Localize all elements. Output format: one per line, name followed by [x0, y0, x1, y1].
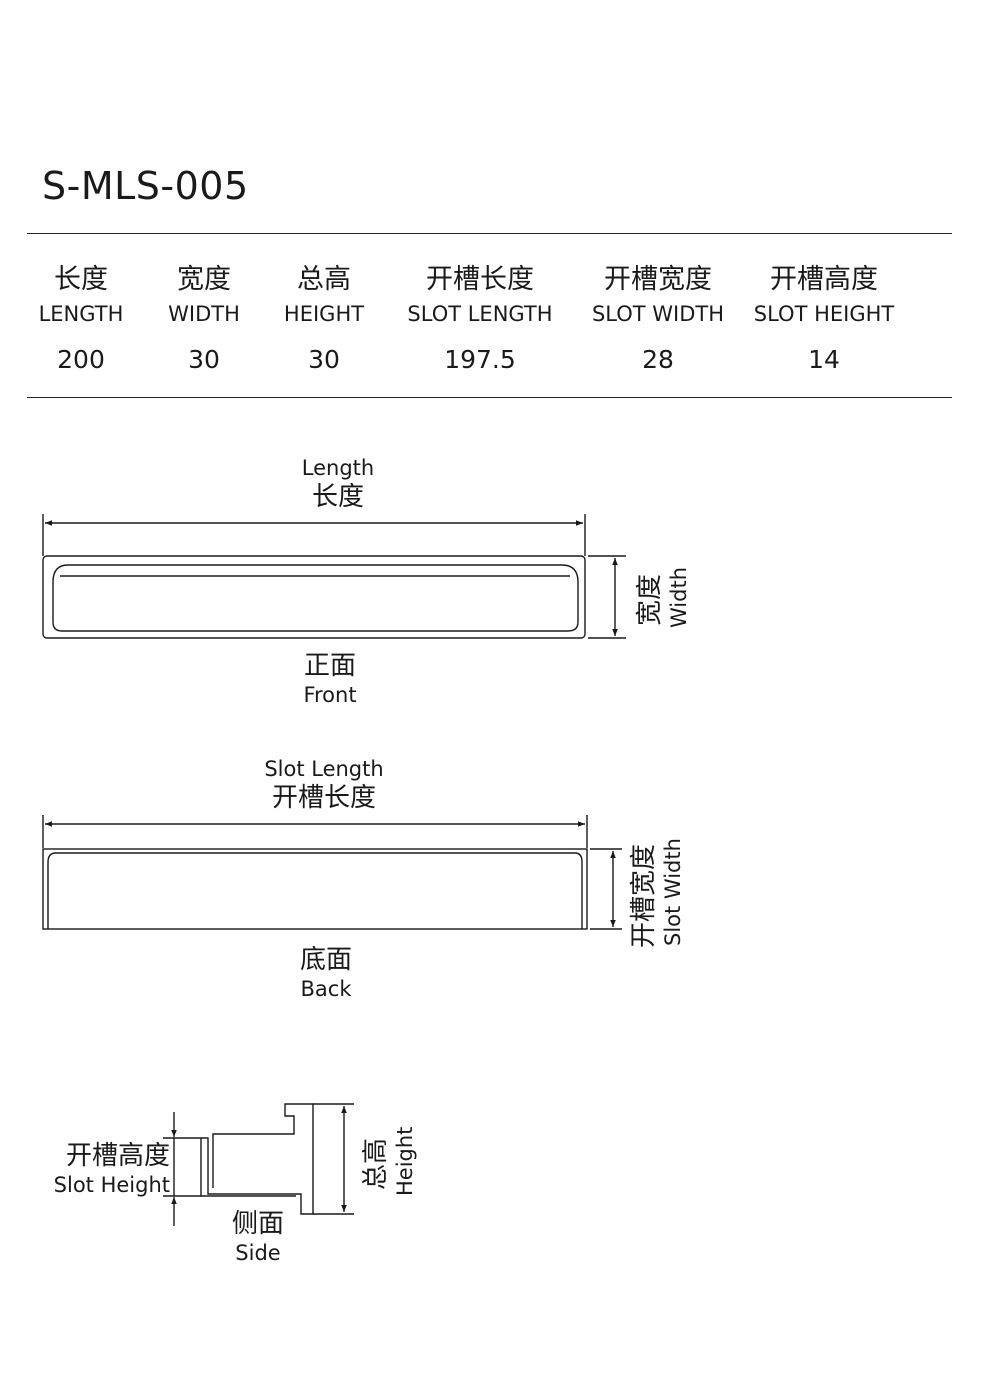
spec-value: 28 — [642, 345, 674, 374]
side-view — [163, 1103, 354, 1226]
spec-height: 总高 HEIGHT 30 — [229, 262, 419, 376]
front-length-en: Length — [301, 456, 375, 480]
back-length-cn: 开槽长度 — [271, 783, 376, 813]
spec-length: 长度 LENGTH 200 — [0, 262, 176, 376]
spec-label-en: HEIGHT — [283, 302, 365, 326]
back-view-cn: 底面 — [299, 945, 352, 975]
spec-value: 30 — [308, 345, 340, 374]
spec-slot-width: 开槽宽度 SLOT WIDTH 28 — [563, 262, 753, 376]
front-length-cn: 长度 — [311, 482, 364, 512]
back-length-en: Slot Length — [264, 757, 384, 781]
back-view-label: 底面 Back — [218, 944, 434, 1002]
spec-value: 30 — [188, 345, 220, 374]
back-width-cn: 开槽宽度 — [629, 843, 659, 948]
spec-value: 197.5 — [444, 345, 516, 374]
side-slot-height-label: 开槽高度 Slot Height — [30, 1140, 170, 1198]
spec-label-cn: 开槽宽度 — [604, 264, 712, 295]
spec-label-cn: 宽度 — [177, 264, 231, 295]
front-width-en: Width — [667, 566, 691, 628]
spec-label-cn: 总高 — [297, 264, 351, 295]
front-view-en: Front — [303, 683, 357, 707]
side-profile-outline — [201, 1103, 314, 1215]
front-view — [42, 514, 626, 639]
spec-label-cn: 开槽高度 — [770, 264, 878, 295]
back-width-label: 开槽宽度 Slot Width — [628, 838, 686, 948]
spec-slot-height: 开槽高度 SLOT HEIGHT 14 — [729, 262, 919, 376]
spec-label-en: SLOT HEIGHT — [753, 302, 895, 326]
back-width-en: Slot Width — [661, 838, 685, 946]
side-slot-height-cn: 开槽高度 — [65, 1141, 170, 1171]
side-view-label: 侧面 Side — [178, 1208, 338, 1266]
side-height-label: 总高 Height — [360, 1127, 418, 1196]
spec-label-cn: 长度 — [54, 264, 108, 295]
side-view-cn: 侧面 — [231, 1209, 284, 1239]
side-profile-lip — [200, 1138, 296, 1197]
front-length-label: Length 长度 — [230, 455, 446, 513]
spec-label-en: LENGTH — [38, 302, 124, 326]
spec-slot-length: 开槽长度 SLOT LENGTH 197.5 — [385, 262, 575, 376]
spec-value: 200 — [57, 345, 105, 374]
back-view-en: Back — [300, 977, 352, 1001]
back-inner-line — [47, 852, 583, 929]
side-slot-height-en: Slot Height — [53, 1173, 170, 1197]
spec-label-en: SLOT LENGTH — [407, 302, 553, 326]
front-view-cn: 正面 — [303, 651, 356, 681]
back-outline — [42, 848, 588, 930]
spec-width: 宽度 WIDTH 30 — [109, 262, 299, 376]
back-length-label: Slot Length 开槽长度 — [216, 756, 432, 814]
spec-label-en: WIDTH — [168, 302, 240, 326]
front-view-label: 正面 Front — [222, 650, 438, 708]
product-title: S-MLS-005 — [42, 164, 249, 208]
bottom-divider — [27, 397, 952, 398]
side-height-en: Height — [393, 1126, 417, 1196]
spec-value: 14 — [808, 345, 840, 374]
front-width-label: 宽度 Width — [634, 567, 692, 628]
front-width-cn: 宽度 — [635, 573, 665, 626]
spec-label-en: SLOT WIDTH — [591, 302, 725, 326]
spec-label-cn: 开槽长度 — [426, 264, 534, 295]
front-outline — [42, 555, 586, 639]
front-inner-recess — [52, 564, 579, 632]
side-view-en: Side — [235, 1241, 281, 1265]
back-view — [42, 815, 622, 930]
top-divider — [27, 233, 952, 234]
side-height-cn: 总高 — [361, 1137, 391, 1190]
